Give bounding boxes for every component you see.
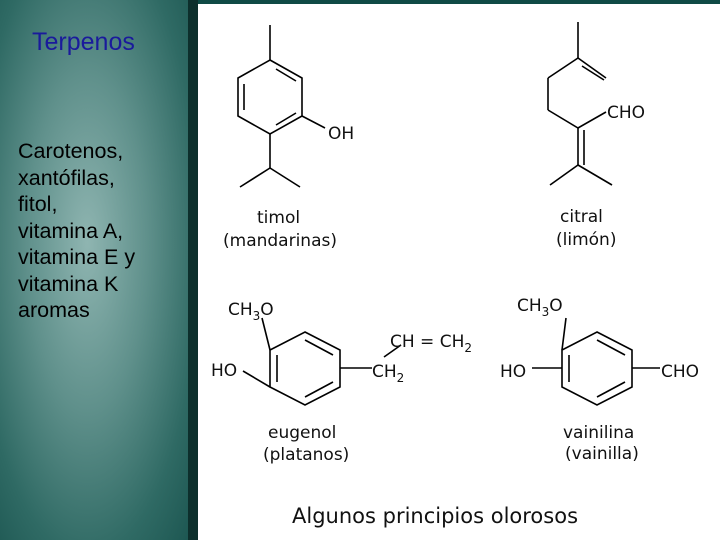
eugenol-source: (platanos) bbox=[263, 445, 349, 465]
eugenol-methoxy-label: CH3O bbox=[228, 300, 274, 323]
terpene-item: fitol, bbox=[18, 192, 58, 216]
terpene-item: vitamina A, bbox=[18, 218, 124, 243]
terpene-item: aromas bbox=[18, 298, 90, 322]
slide-title: Terpenos bbox=[32, 28, 135, 56]
citral-cho-label: CHO bbox=[607, 103, 645, 123]
terpene-item: xantófilas, bbox=[18, 165, 115, 190]
structures-svg: OH timol (mandarinas) CHO citral (limón) bbox=[211, 22, 699, 528]
timol-name: timol bbox=[257, 208, 300, 228]
vainilina-ho-label: HO bbox=[500, 362, 526, 382]
citral-name: citral bbox=[560, 207, 603, 227]
left-panel bbox=[0, 0, 194, 540]
citral-structure: CHO citral (limón) bbox=[547, 22, 645, 250]
panel-divider bbox=[188, 0, 198, 540]
terpene-item: vitamina E y bbox=[18, 245, 136, 269]
eugenol-vinyl-label: CH = CH2 bbox=[390, 332, 472, 355]
vainilina-name: vainilina bbox=[563, 423, 634, 443]
vainilina-source: (vainilla) bbox=[565, 444, 639, 464]
terpene-item: Carotenos, bbox=[18, 139, 124, 163]
eugenol-ho-label: HO bbox=[211, 361, 237, 381]
timol-source: (mandarinas) bbox=[223, 231, 337, 251]
eugenol-name: eugenol bbox=[268, 423, 336, 443]
eugenol-ch2-label: CH2 bbox=[372, 362, 404, 385]
citral-source: (limón) bbox=[556, 230, 616, 250]
vainilina-methoxy-label: CH3O bbox=[517, 296, 563, 319]
vainilina-structure: CH3O HO CHO vainilina (vainilla) bbox=[500, 296, 699, 464]
terpene-list: Carotenos, xantófilas, fitol, vitamina A… bbox=[18, 138, 198, 324]
eugenol-structure: CH3O HO CH = CH2 CH2 eugenol (platanos) bbox=[211, 300, 472, 465]
timol-oh-label: OH bbox=[328, 124, 354, 144]
structures-figure: OH timol (mandarinas) CHO citral (limón) bbox=[198, 4, 720, 540]
vainilina-cho-label: CHO bbox=[661, 362, 699, 382]
terpene-item: vitamina K bbox=[18, 271, 119, 296]
figure-title: Algunos principios olorosos bbox=[292, 504, 578, 528]
timol-structure: OH timol (mandarinas) bbox=[223, 25, 354, 251]
